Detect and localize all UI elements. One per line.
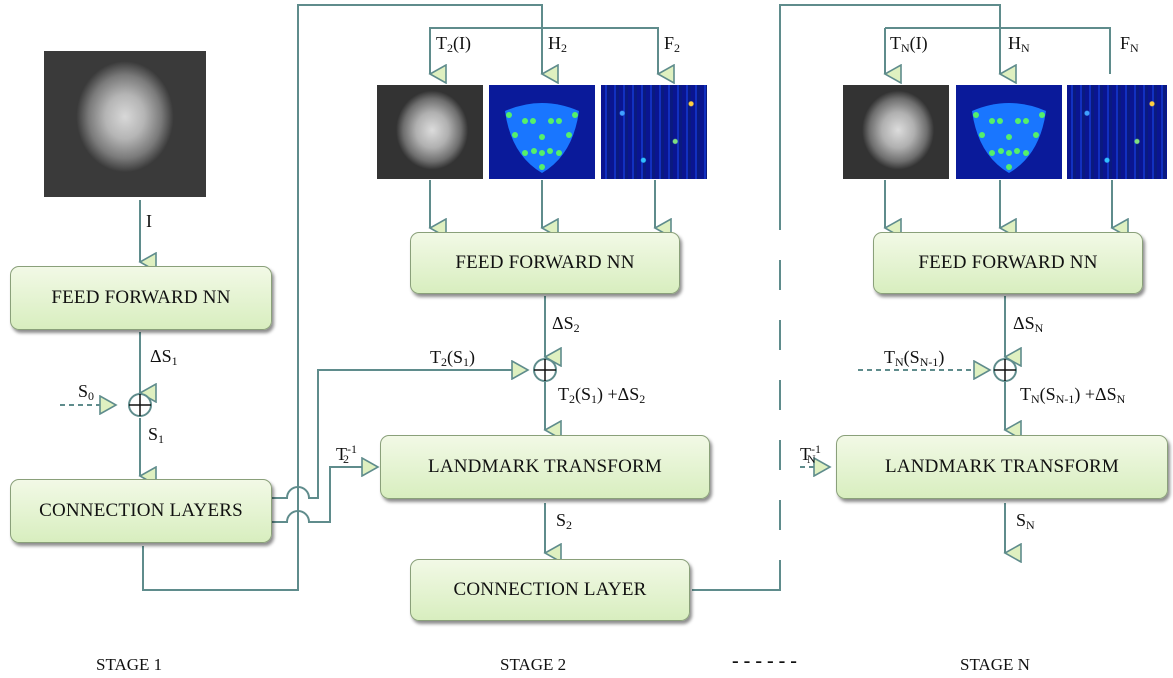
connection-layer-box-2: CONNECTION LAYER: [410, 559, 690, 621]
landmark-transform-box-N: LANDMARK TRANSFORM: [836, 435, 1168, 499]
stage-ellipsis-dashes: - - - - - -: [732, 650, 797, 672]
face-transformed-image-2: [377, 85, 483, 179]
label-HN: HN: [1008, 33, 1030, 55]
landmark-transform-box-2: LANDMARK TRANSFORM: [380, 435, 710, 499]
wire-crossing-1: [272, 370, 528, 499]
wire-conn1-to-stage2: [142, 4, 543, 591]
label-FN: FN: [1120, 33, 1139, 55]
face-transformed-image-N: [843, 85, 949, 179]
label-delta-S2: ΔS2: [552, 313, 580, 335]
connection-layers-box-1: CONNECTION LAYERS: [10, 479, 272, 543]
landmark-heatmap-image-2: [489, 85, 595, 179]
label-SN: SN: [1016, 510, 1035, 532]
label-delta-SN: ΔSN: [1013, 313, 1044, 335]
label-I: I: [146, 211, 152, 231]
label-delta-S1: ΔS1: [150, 346, 178, 368]
wire-crossing-2: [272, 467, 378, 523]
feed-forward-nn-box-N: FEED FORWARD NN: [873, 232, 1143, 294]
label-T2-inverse: T-12: [336, 442, 357, 466]
label-TN-I: TN(I): [890, 33, 928, 55]
label-TN-inverse: T-1N: [800, 442, 821, 466]
label-H2: H2: [548, 33, 567, 55]
label-sum-2: T2(S1) +ΔS2: [558, 384, 646, 406]
label-sum-N: TN(SN-1) +ΔSN: [1020, 384, 1126, 406]
label-T2-I: T2(I): [436, 33, 471, 55]
landmark-heatmap-image-N: [956, 85, 1062, 179]
feed-forward-nn-box-1: FEED FORWARD NN: [10, 266, 272, 330]
label-TN-SN1: TN(SN-1): [884, 347, 945, 369]
stage-2-caption: STAGE 2: [500, 655, 567, 674]
stage-1-caption: STAGE 1: [96, 655, 163, 674]
label-S0: S0: [78, 381, 95, 403]
label-S2: S2: [556, 510, 573, 532]
face-input-image: [44, 51, 206, 197]
feature-map-image-2: [601, 85, 707, 179]
feature-map-image-N: [1067, 85, 1167, 179]
label-F2: F2: [664, 33, 681, 55]
feed-forward-nn-box-2: FEED FORWARD NN: [410, 232, 680, 294]
label-S1: S1: [148, 424, 165, 446]
stage-N-caption: STAGE N: [960, 655, 1030, 674]
label-T2-S1: T2(S1): [430, 347, 476, 369]
